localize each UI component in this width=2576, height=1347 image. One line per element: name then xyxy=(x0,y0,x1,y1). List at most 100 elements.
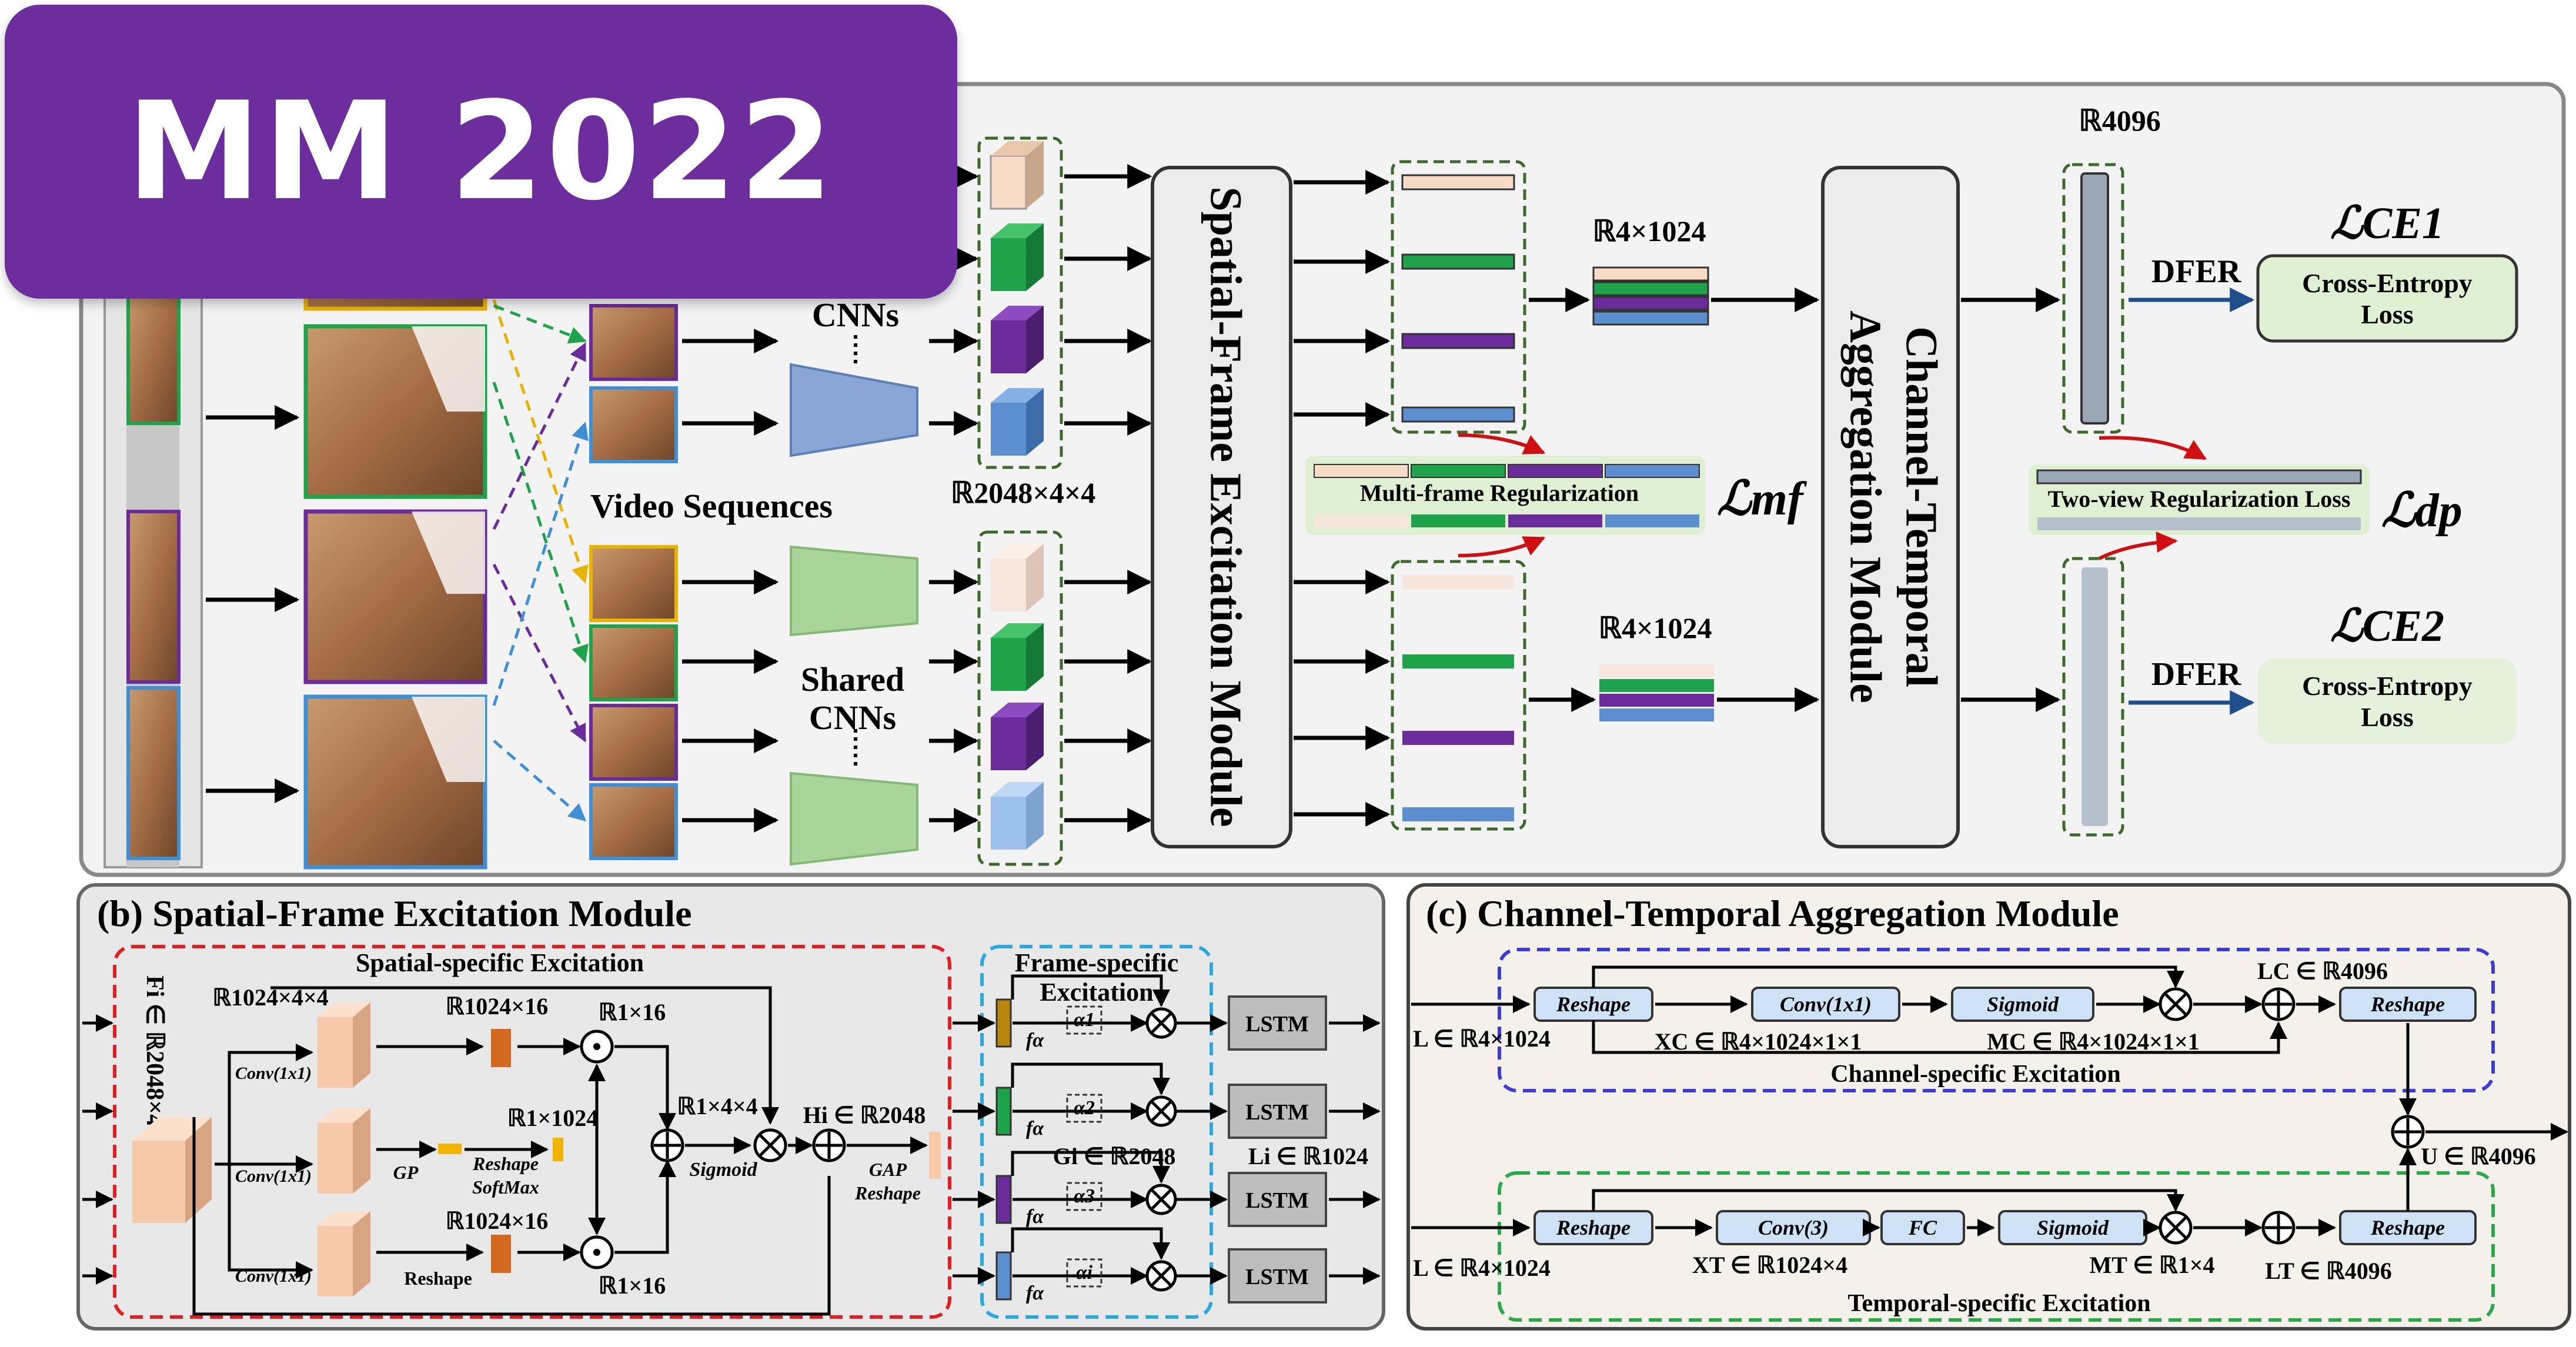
cnn-blocks xyxy=(790,335,918,866)
c-reshape-2: Reshape xyxy=(2370,992,2445,1016)
c-reshape-4: Reshape xyxy=(2370,1216,2445,1239)
two-view-reg-box: Two-view Regularization Loss xyxy=(2029,464,2370,535)
r1024x4x4-label: ℝ1024×4×4 xyxy=(212,984,328,1011)
feature-cubes-bottom xyxy=(977,530,1063,866)
multi-frame-reg-box: Multi-frame Regularization xyxy=(1305,456,1705,535)
xt-label: XT ∈ ℝ1024×4 xyxy=(1692,1252,1847,1278)
r4096-vector-top xyxy=(2080,172,2109,425)
temporal-exc-box xyxy=(1498,1171,2495,1322)
conv-label-1: Conv(1x1) xyxy=(235,1064,312,1083)
reshape-softmax-1: Reshape xyxy=(472,1153,539,1174)
cnns-label: CNNs xyxy=(812,296,899,334)
c-reshape-1: Reshape xyxy=(1556,992,1631,1016)
frame-exc-box xyxy=(980,945,1213,1319)
panel-c-title: (c) Channel-Temporal Aggregation Module xyxy=(1426,893,2119,934)
conv-label-2: Conv(1x1) xyxy=(235,1166,312,1186)
concat-stack-bottom xyxy=(1599,664,1714,721)
r1x1024-bar xyxy=(553,1138,563,1161)
c-fc: FC xyxy=(1908,1216,1937,1239)
mc-label: MC ∈ ℝ4×1024×1×1 xyxy=(1987,1028,2200,1055)
loss-ce2-label: ℒCE2 xyxy=(2330,601,2444,651)
ce-loss-2-line2: Loss xyxy=(2361,702,2413,732)
video-sequences-label: Video Sequences xyxy=(590,487,833,525)
shared-cnns-label-1: Shared xyxy=(801,660,904,698)
frame-exc-title-2: Excitation xyxy=(1040,978,1153,1007)
lstm-label: LSTM xyxy=(1245,1265,1309,1289)
r1x1024-label: ℝ1×1024 xyxy=(507,1105,598,1131)
small-faces xyxy=(589,304,678,860)
sfe-module-box xyxy=(1151,166,1292,848)
c-conv1x1: Conv(1x1) xyxy=(1780,992,1872,1016)
shared-cnns-label-2: CNNs xyxy=(809,698,896,737)
xc-label: XC ∈ ℝ4×1024×1×1 xyxy=(1655,1028,1862,1055)
ce-loss-1-line1: Cross-Entropy xyxy=(2302,268,2473,298)
alpha-label: αi xyxy=(1076,1262,1093,1284)
li-label: Li ∈ ℝ1024 xyxy=(1248,1143,1368,1169)
alpha-box xyxy=(1066,1182,1102,1211)
dfer-label-2: DFER xyxy=(2151,656,2241,693)
lt-label: LT ∈ ℝ4096 xyxy=(2265,1258,2392,1284)
cta-module-label-1: Channel-Temporal xyxy=(1897,326,1946,687)
lstm-block xyxy=(1228,1172,1327,1227)
gp-bar xyxy=(438,1144,462,1154)
cta-module-box xyxy=(1821,166,1960,848)
reshape-softmax-2: SoftMax xyxy=(472,1176,539,1198)
temporal-exc-label: Temporal-specific Excitation xyxy=(1847,1290,2150,1317)
conv-cubes xyxy=(318,1002,370,1296)
c-conv3: Conv(3) xyxy=(1758,1216,1829,1239)
alpha-label: α1 xyxy=(1074,1009,1095,1031)
r1024x16-bar-b xyxy=(491,1235,511,1273)
lstm-block xyxy=(1228,1248,1327,1303)
r1x16-label-a: ℝ1×16 xyxy=(599,999,666,1025)
r4096-vector-bottom xyxy=(2081,567,2108,826)
vector-stack-top xyxy=(1391,160,1526,434)
r1x4x4-label: ℝ1×4×4 xyxy=(677,1093,757,1119)
spatial-exc-title: Spatial-specific Excitation xyxy=(356,948,644,977)
lc-label: LC ∈ ℝ4096 xyxy=(2257,958,2388,984)
ce-loss-box-1 xyxy=(2256,254,2518,343)
r1024x16-bar-a xyxy=(491,1029,511,1067)
r1024x16-label-b: ℝ1024×16 xyxy=(446,1208,548,1234)
face-crops xyxy=(303,274,487,870)
lstm-label: LSTM xyxy=(1245,1100,1309,1125)
lstm-label: LSTM xyxy=(1245,1188,1309,1213)
l-top-label: L ∈ ℝ4×1024 xyxy=(1413,1025,1551,1052)
frame-feature-bar xyxy=(995,1175,1012,1224)
r4x1024-top-label: ℝ4×1024 xyxy=(1592,215,1706,248)
conv-label-3: Conv(1x1) xyxy=(235,1266,312,1286)
gp-label: GP xyxy=(393,1162,419,1183)
l-bottom-label: L ∈ ℝ4×1024 xyxy=(1413,1255,1551,1281)
c-sigmoid-1: Sigmoid xyxy=(1987,992,2059,1016)
hi-label: Hi ∈ ℝ2048 xyxy=(803,1102,926,1128)
r4x1024-bottom-label: ℝ4×1024 xyxy=(1598,611,1712,644)
gap-label-2: Reshape xyxy=(854,1182,921,1204)
ce-loss-2-line1: Cross-Entropy xyxy=(2302,671,2473,701)
panel-b: (b) Spatial-Frame Excitation Module Spat… xyxy=(76,883,1385,1331)
frame-feature-bar xyxy=(995,1251,1012,1301)
r1024x16-label-a: ℝ1024×16 xyxy=(446,993,548,1020)
f-alpha-label: fα xyxy=(1026,1282,1044,1304)
c-reshape-3: Reshape xyxy=(1556,1216,1631,1239)
alpha-label: α3 xyxy=(1074,1185,1095,1207)
alpha-box xyxy=(1066,1094,1102,1123)
dfer-label-1: DFER xyxy=(2151,253,2241,290)
alpha-box xyxy=(1066,1005,1102,1035)
r1x16-label-b: ℝ1×16 xyxy=(599,1272,666,1299)
venue-badge-text: MM 2022 xyxy=(126,73,836,230)
film-strip xyxy=(103,275,203,868)
ce-loss-1-line2: Loss xyxy=(2361,299,2413,329)
c-sigmoid-2: Sigmoid xyxy=(2037,1216,2109,1239)
concat-stack-top xyxy=(1592,266,1709,326)
frame-feature-bar xyxy=(995,998,1012,1048)
gi-label: Gi ∈ ℝ2048 xyxy=(1053,1143,1176,1169)
lstm-block xyxy=(1228,995,1327,1051)
loss-ce1-label: ℒCE1 xyxy=(2330,199,2444,248)
frame-exc-title-1: Frame-specific xyxy=(1015,948,1179,977)
two-view-reg-label: Two-view Regularization Loss xyxy=(2048,486,2351,512)
panel-b-title: (b) Spatial-Frame Excitation Module xyxy=(97,893,691,934)
multi-frame-reg-label: Multi-frame Regularization xyxy=(1360,480,1639,506)
channel-exc-label: Channel-specific Excitation xyxy=(1830,1061,2120,1088)
frame-feature-bar xyxy=(995,1087,1012,1136)
input-feature-cube xyxy=(132,1117,212,1223)
